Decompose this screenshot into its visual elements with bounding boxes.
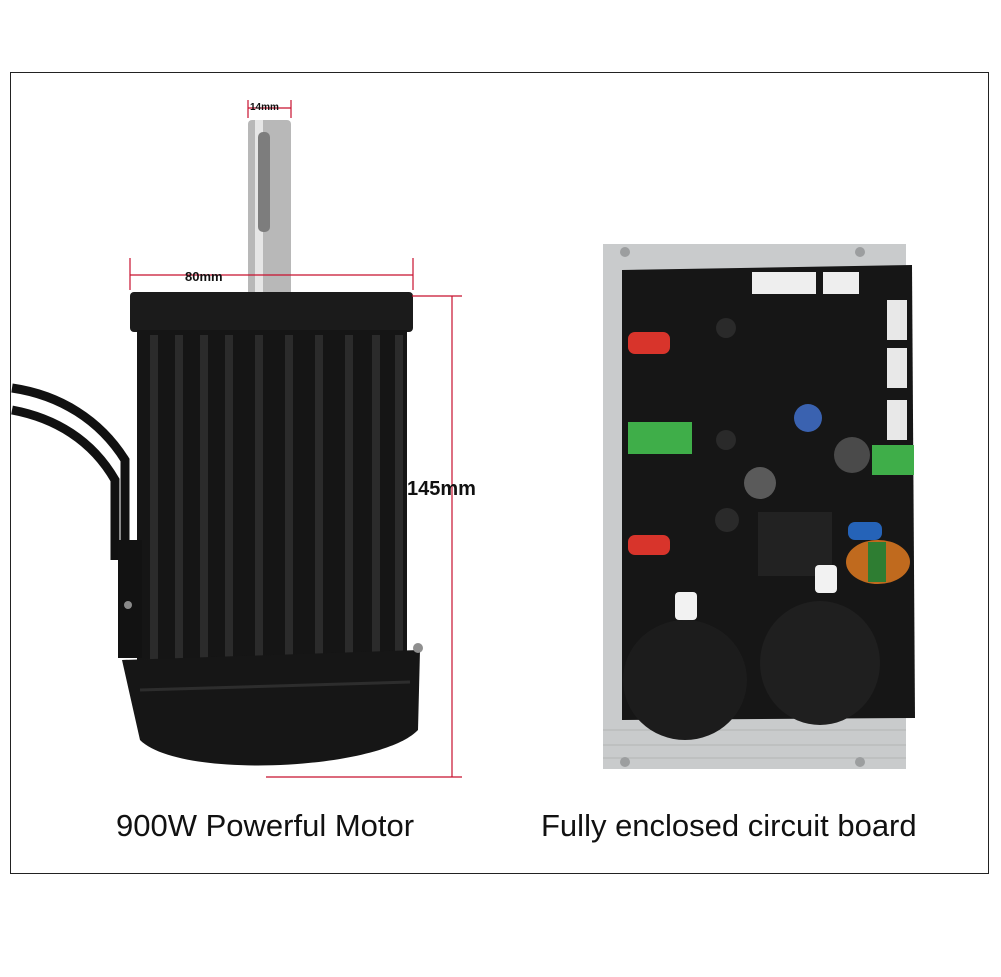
connector-top-2 (823, 272, 859, 294)
red-component-2 (628, 535, 670, 555)
connector-top-1 (752, 272, 816, 294)
board-caption: Fully enclosed circuit board (541, 808, 917, 843)
red-component-1 (628, 332, 670, 354)
bulk-capacitor-1 (623, 620, 747, 740)
height-dimension-label: 145mm (407, 478, 476, 500)
green-terminal-right (872, 445, 914, 475)
motor-bracket (118, 540, 142, 658)
motor (11, 120, 423, 766)
blue-component (848, 522, 882, 540)
motor-cables (11, 383, 130, 560)
shaft-dimension-label: 14mm (250, 102, 279, 113)
connector-side-1 (887, 300, 907, 340)
bulk-capacitor-2 (760, 601, 880, 725)
motor-end-cap (122, 650, 420, 766)
motor-caption: 900W Powerful Motor (116, 808, 415, 843)
motor-flange (130, 292, 413, 332)
dimension-lines (129, 100, 462, 778)
width-dimension-label: 80mm (185, 269, 223, 284)
blue-electrolytic (794, 404, 822, 432)
green-terminal-left (628, 422, 692, 454)
circuit-board (603, 244, 915, 769)
connector-side-3 (887, 400, 907, 440)
connector-side-2 (887, 348, 907, 388)
